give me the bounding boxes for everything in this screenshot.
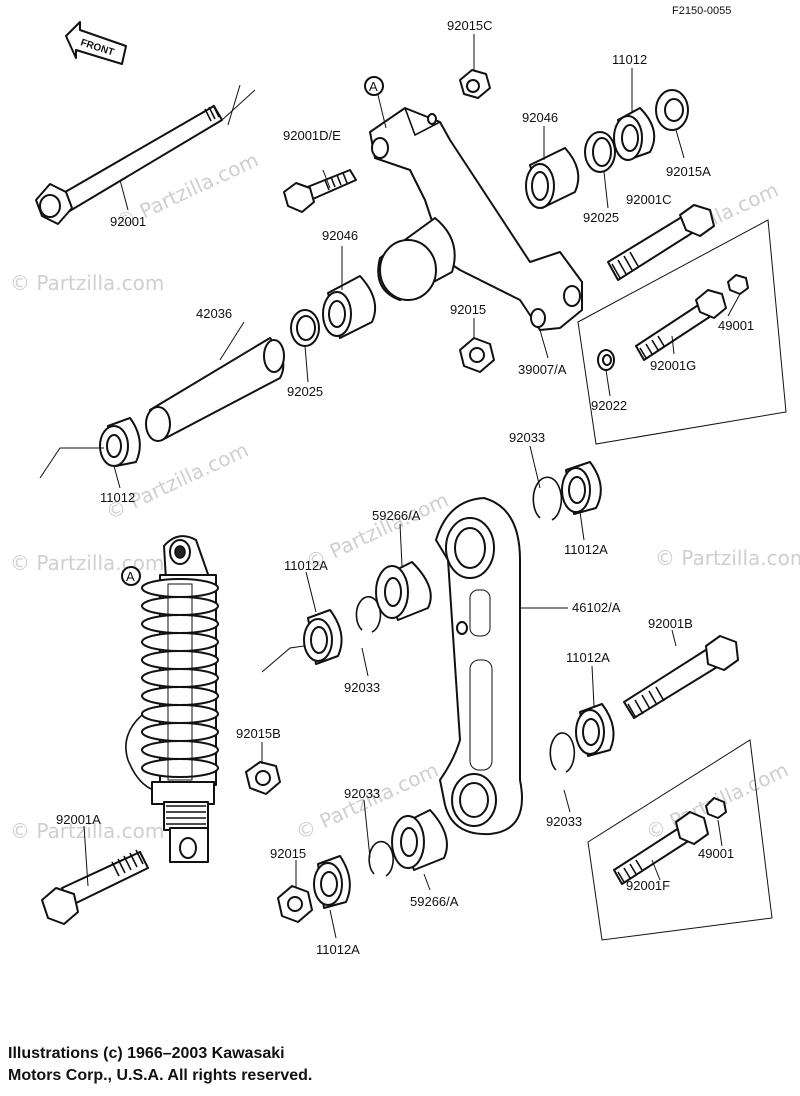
spring-coil — [141, 740, 219, 760]
seal-92025 — [584, 131, 616, 173]
rear-shock-absorber — [125, 535, 219, 863]
spring-coil — [141, 632, 219, 652]
watermark-text: © Partzilla.com — [10, 819, 164, 843]
part-label: 11012A — [566, 650, 610, 665]
spring-coil — [141, 614, 219, 634]
tie-rod-46102a — [435, 497, 568, 836]
seal-92025 — [290, 309, 320, 347]
watermark-text: © Partzilla.com — [10, 271, 164, 295]
part-label: 92001C — [626, 192, 672, 207]
part-labels: 92015C 11012 92046 92001D/E 92015A 92025… — [56, 18, 754, 957]
part-label: 46102/A — [572, 600, 621, 615]
nut-92015 — [459, 337, 495, 373]
part-label: 59266/A — [410, 894, 459, 909]
rocker-arm-39007 — [369, 107, 583, 331]
part-label: 59266/A — [372, 508, 421, 523]
part-label: 92046 — [522, 110, 558, 125]
collar-11012 — [613, 107, 656, 161]
collar-11012a — [561, 461, 602, 515]
circlip-92033 — [549, 732, 576, 773]
bolt-92001c — [607, 204, 715, 281]
nut-92015 — [277, 885, 313, 923]
nut-92015c — [459, 69, 491, 99]
bolt-92001de — [283, 169, 357, 213]
copyright-line: Motors Corp., U.S.A. All rights reserved… — [8, 1067, 313, 1084]
optional-parts-box-lower — [587, 739, 773, 941]
nut-92015b — [245, 761, 281, 795]
part-label: 11012A — [564, 542, 608, 557]
part-label: 92033 — [509, 430, 545, 445]
optional-parts-box-upper — [577, 219, 787, 445]
bolt-92001a — [41, 849, 149, 925]
part-label: 92015 — [450, 302, 486, 317]
circlip-92033 — [368, 840, 394, 877]
collar-11012a — [261, 609, 343, 673]
part-label: 92033 — [344, 786, 380, 801]
part-label: 49001 — [698, 846, 734, 861]
spring-coil — [141, 758, 219, 778]
part-label: 92015C — [447, 18, 493, 33]
reference-code: F2150-0055 — [672, 5, 731, 17]
collar-11012a — [575, 703, 615, 757]
needle-bearing-92046 — [525, 147, 580, 209]
copyright-notice: Illustrations (c) 1966–2003 Kawasaki Mot… — [8, 1043, 312, 1087]
part-label: 92033 — [546, 814, 582, 829]
part-label: 92001 — [110, 214, 146, 229]
watermark-text: © Partzilla.com — [10, 551, 164, 575]
collar-11012 — [39, 417, 141, 479]
copyright-line: Illustrations (c) 1966–2003 Kawasaki — [8, 1045, 285, 1062]
cap-nut-92015a — [655, 89, 689, 131]
spring-coil — [141, 650, 219, 670]
svg-text:A: A — [369, 79, 378, 94]
leader-lines — [83, 34, 741, 939]
part-label: 92033 — [344, 680, 380, 695]
part-label: 92025 — [583, 210, 619, 225]
part-label: 92001F — [626, 878, 670, 893]
part-label: 92046 — [322, 228, 358, 243]
part-label: 49001 — [718, 318, 754, 333]
watermark-text: © Partzilla.com — [655, 546, 800, 570]
part-label: 42036 — [196, 306, 232, 321]
part-label: 92025 — [287, 384, 323, 399]
damper-body — [167, 583, 193, 781]
part-label: 92001G — [650, 358, 696, 373]
part-label: 11012 — [100, 490, 135, 505]
svg-text:A: A — [126, 569, 135, 584]
part-label: 11012 — [612, 52, 647, 67]
part-label: 92015A — [666, 164, 711, 179]
bush-59266a — [391, 809, 448, 871]
spring-coil — [141, 668, 219, 688]
part-label: 92001D/E — [283, 128, 341, 143]
circlip-92033 — [355, 596, 382, 633]
bolt-92001b — [623, 635, 739, 719]
axle-bolt-92001 — [35, 84, 256, 225]
bush-59266a — [375, 561, 432, 621]
part-label: 92022 — [591, 398, 627, 413]
part-label: 92015B — [236, 726, 281, 741]
part-label: 92001A — [56, 812, 101, 827]
spring-coil — [141, 596, 219, 616]
spring-coil — [141, 686, 219, 706]
spring-coil — [141, 722, 219, 742]
part-label: 11012A — [316, 942, 360, 957]
spring-coil — [141, 704, 219, 724]
part-label: 92001B — [648, 616, 693, 631]
part-label: 11012A — [284, 558, 328, 573]
sleeve-42036 — [145, 337, 285, 442]
part-label: 39007/A — [518, 362, 567, 377]
circlip-92033 — [532, 476, 563, 521]
needle-bearing-92046 — [322, 275, 376, 339]
collar-11012a — [313, 855, 351, 909]
callout-a-top: A — [364, 76, 387, 129]
callout-a-shock: A — [121, 566, 141, 586]
front-arrow-icon: FRONT — [65, 21, 127, 65]
spring-coil — [141, 578, 219, 598]
part-label: 92015 — [270, 846, 306, 861]
